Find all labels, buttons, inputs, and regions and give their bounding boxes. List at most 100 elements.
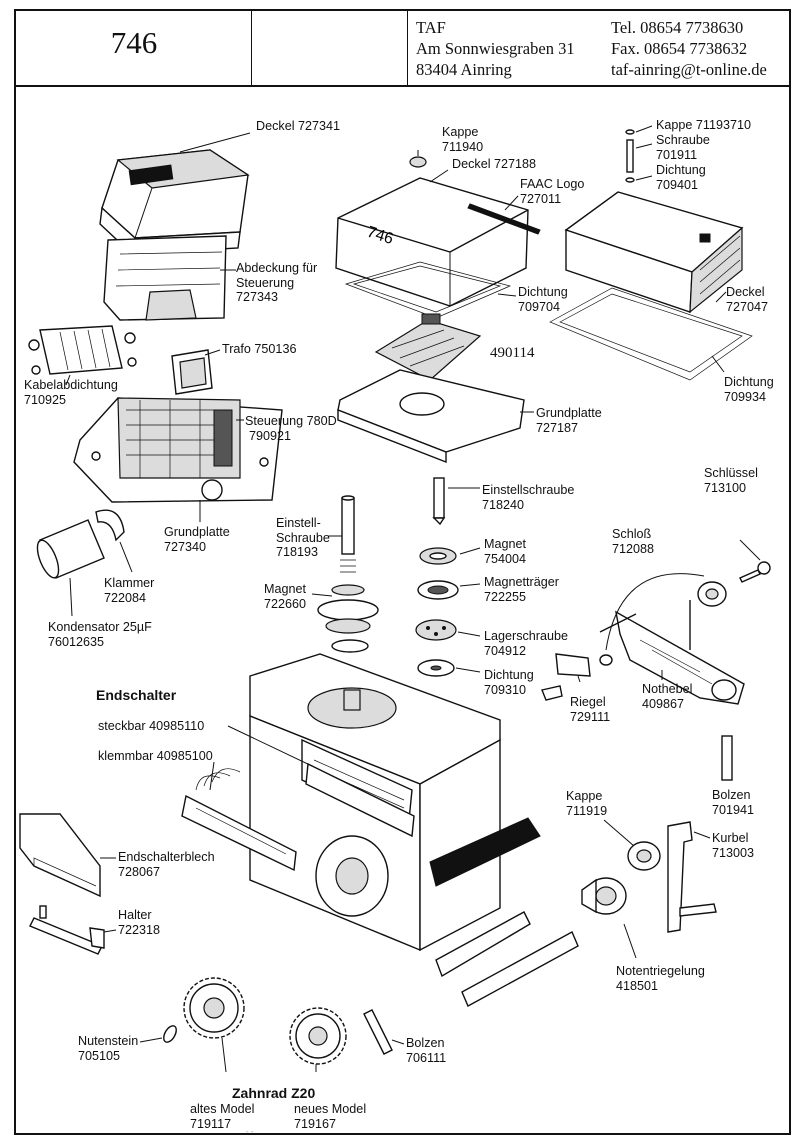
label-magnet-carrier: Magnetträger 722255 bbox=[484, 575, 559, 604]
label-slot-nut: Nutenstein 705105 bbox=[78, 1034, 138, 1063]
leader-line bbox=[457, 631, 481, 637]
gear-719167-drawing bbox=[289, 1007, 347, 1065]
company-contact: Tel. 08654 7738630 Fax. 08654 7738632 ta… bbox=[611, 17, 767, 80]
leader-line bbox=[577, 675, 581, 683]
label-line: Endschalterblech bbox=[118, 850, 215, 864]
label-line: 722084 bbox=[104, 590, 147, 605]
label-line: 713100 bbox=[704, 480, 747, 495]
label-line: 76012635 bbox=[48, 634, 105, 649]
label-gear-old: altes Model 719117 bbox=[190, 1102, 254, 1131]
label-line: Grundplatte bbox=[164, 525, 230, 539]
label-line: Kurbel bbox=[712, 831, 749, 845]
label-limit-switch-clamp: klemmbar 40985100 bbox=[98, 749, 213, 763]
label-limit-plate: Endschalterblech 728067 bbox=[118, 850, 215, 879]
label-bearing-screw: Lagerschraube 704912 bbox=[484, 629, 568, 658]
label-cover-727047: Deckel 727047 bbox=[726, 285, 768, 314]
company-email: taf-ainring@t-online.de bbox=[611, 60, 767, 79]
gearbox-housing-drawing bbox=[249, 653, 541, 952]
label-line: 790921 bbox=[249, 428, 292, 443]
label-line: 711940 bbox=[442, 139, 484, 154]
label-line: 706111 bbox=[406, 1050, 447, 1065]
sheet-frame: 746 TAF Am Sonnwiesgraben 31 83404 Ainri… bbox=[14, 9, 791, 1135]
leader-line bbox=[459, 547, 481, 555]
label-lock: Schloß 712088 bbox=[612, 527, 654, 556]
label-faac-logo: FAAC Logo 727011 bbox=[520, 177, 584, 206]
label-line: 719167 bbox=[294, 1116, 337, 1131]
header-bar: 746 TAF Am Sonnwiesgraben 31 83404 Ainri… bbox=[16, 11, 789, 87]
label-line: 705105 bbox=[78, 1048, 121, 1063]
leader-line bbox=[739, 539, 761, 561]
company-phone: Tel. 08654 7738630 bbox=[611, 18, 744, 37]
label-cable-seal: Kabelabdichtung 710925 bbox=[24, 378, 118, 407]
company-street: Am Sonnwiesgraben 31 bbox=[416, 39, 575, 58]
limit-plate-728067-drawing bbox=[19, 813, 101, 898]
label-line: Notentriegelung bbox=[616, 964, 705, 978]
label-pin-701941: Bolzen 701941 bbox=[712, 788, 754, 817]
label-line: FAAC Logo bbox=[520, 177, 585, 191]
label-line: Schraube bbox=[656, 133, 710, 147]
cap-screw-seal-drawing bbox=[625, 129, 635, 183]
pin-701941-drawing bbox=[721, 735, 733, 781]
leader-line bbox=[103, 929, 117, 933]
emergency-lever-409867-drawing bbox=[599, 600, 745, 705]
capacitor-drawing bbox=[36, 509, 125, 579]
leader-line bbox=[179, 132, 251, 153]
leader-line bbox=[65, 374, 71, 386]
label-line: Nutenstein bbox=[78, 1034, 139, 1048]
label-line: 710925 bbox=[24, 392, 67, 407]
header-empty-cell bbox=[252, 11, 408, 85]
label-line: 709310 bbox=[484, 682, 527, 697]
seal-709310-drawing bbox=[417, 659, 455, 677]
label-line: 718193 bbox=[276, 545, 319, 560]
leader-line bbox=[221, 1037, 227, 1073]
document-number: 746 bbox=[110, 25, 158, 60]
label-gear-new: neues Model 719167 bbox=[294, 1102, 366, 1131]
label-line: 727047 bbox=[726, 299, 769, 314]
lock-712088-drawing bbox=[599, 581, 727, 666]
label-key: Schlüssel 713100 bbox=[704, 466, 758, 495]
label-line: 709704 bbox=[518, 299, 561, 314]
leader-line bbox=[603, 819, 635, 847]
gasket-709704-drawing bbox=[344, 261, 512, 319]
label-line: 727343 bbox=[236, 290, 279, 305]
label-line: 711919 bbox=[566, 803, 608, 818]
label-line: 722660 bbox=[264, 596, 307, 611]
label-cover-727188: Deckel 727188 bbox=[452, 157, 537, 171]
label-line: Kondensator 25µF bbox=[48, 620, 152, 634]
control-board-780D-drawing bbox=[73, 397, 283, 503]
leader-line bbox=[693, 831, 711, 839]
label-control-board: Steuerung 780D 790921 bbox=[245, 414, 337, 443]
label-line: 713003 bbox=[712, 845, 755, 860]
label-line: Bolzen bbox=[712, 788, 751, 802]
slot-nut-705105-drawing bbox=[163, 1025, 177, 1043]
label-emergency-lever: Nothebel 409867 bbox=[642, 682, 692, 711]
leader-line bbox=[711, 355, 725, 373]
company-city: 83404 Ainring bbox=[416, 60, 512, 79]
label-line: 718240 bbox=[482, 497, 525, 512]
leader-line bbox=[429, 169, 449, 183]
release-418501-drawing bbox=[581, 877, 627, 915]
label-line: Magnetträger bbox=[484, 575, 559, 589]
cap-711940-drawing bbox=[409, 156, 427, 168]
label-crank: Kurbel 713003 bbox=[712, 831, 754, 860]
leader-line bbox=[497, 293, 517, 297]
label-line: 728067 bbox=[118, 864, 161, 879]
leader-line bbox=[635, 143, 653, 149]
label-line: 727011 bbox=[520, 191, 562, 206]
label-base-plate-left: Grundplatte 727340 bbox=[164, 525, 230, 554]
label-line: Riegel bbox=[570, 695, 606, 709]
label-line: Nothebel bbox=[642, 682, 693, 696]
company-address: TAF Am Sonnwiesgraben 31 83404 Ainring bbox=[416, 17, 575, 80]
label-latch: Riegel 729111 bbox=[570, 695, 610, 724]
board-490114-drawing bbox=[374, 313, 482, 381]
crank-713003-drawing bbox=[667, 821, 717, 933]
cap-711919-drawing bbox=[627, 841, 661, 871]
label-line: 729111 bbox=[570, 709, 611, 724]
leader-line bbox=[715, 291, 727, 303]
label-cover-727341: Deckel 727341 bbox=[256, 119, 341, 133]
gear-719117-drawing bbox=[183, 977, 245, 1039]
leader-line bbox=[311, 593, 333, 597]
label-line: 727187 bbox=[536, 420, 579, 435]
label-line: Magnet bbox=[484, 537, 527, 551]
